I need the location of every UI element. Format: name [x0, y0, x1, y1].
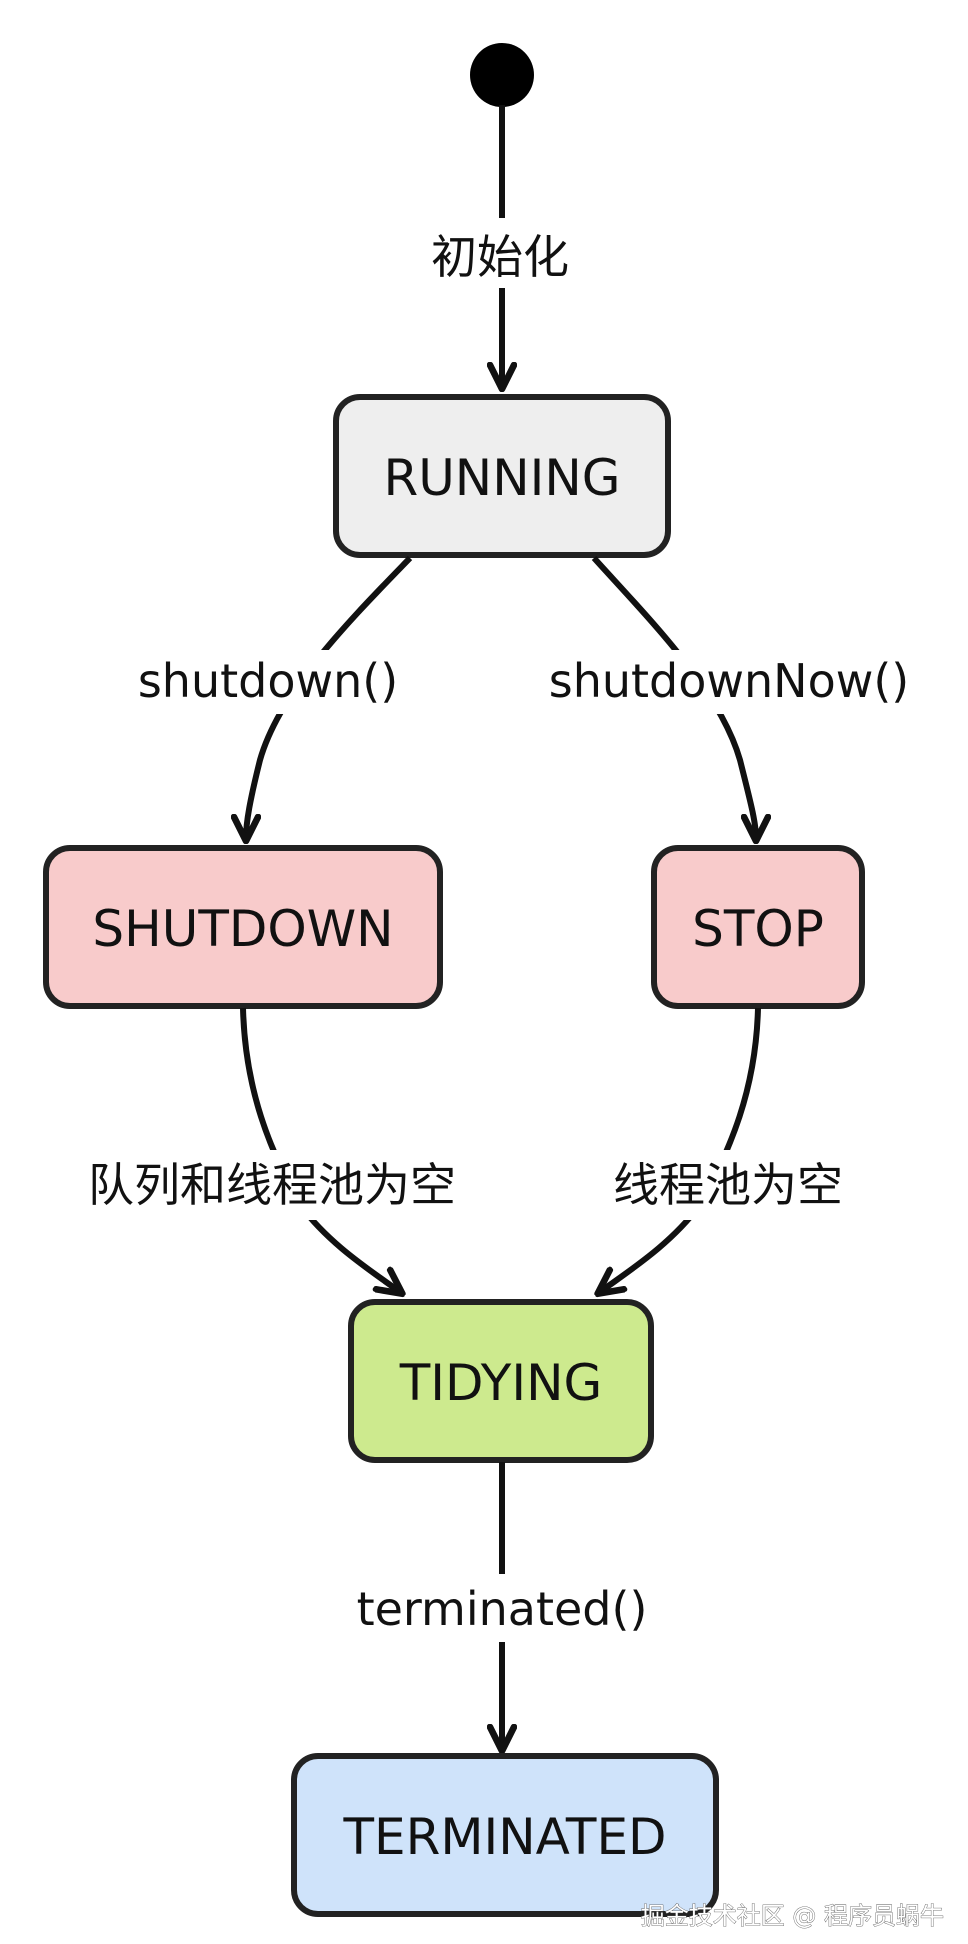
- edge-label-init: 初始化: [431, 230, 569, 284]
- watermark: 掘金技术社区 @ 程序员蜗牛: [641, 1902, 944, 1930]
- edge-label-terminated-method: terminated(): [357, 1582, 648, 1636]
- edge-label-bg: [520, 650, 938, 714]
- state-running-box: [333, 394, 671, 558]
- state-tidying-label: TIDYING: [399, 1354, 603, 1412]
- start-node: [470, 43, 534, 107]
- state-tidying-box: [348, 1299, 654, 1463]
- edge-label-bg: [330, 1574, 674, 1642]
- edge-label-pool-empty: 线程池为空: [613, 1158, 843, 1212]
- state-stop-box: [651, 845, 865, 1009]
- edge-label-queue-and-pool-empty: 队列和线程池为空: [88, 1158, 456, 1212]
- state-tidying: TIDYING: [348, 1299, 654, 1463]
- edge-label-shutdown: shutdown(): [138, 654, 398, 708]
- state-running-label: RUNNING: [383, 449, 620, 507]
- edge-label-shutdown-now: shutdownNow(): [549, 654, 910, 708]
- state-stop-label: STOP: [692, 900, 824, 958]
- state-terminated: TERMINATED: [291, 1753, 719, 1917]
- state-stop: STOP: [651, 845, 865, 1009]
- edge-label-bg: [118, 650, 418, 714]
- state-terminated-label: TERMINATED: [342, 1808, 666, 1866]
- state-terminated-box: [291, 1753, 719, 1917]
- state-running: RUNNING: [333, 394, 671, 558]
- state-shutdown-label: SHUTDOWN: [92, 900, 393, 958]
- edge-running-to-stop: [591, 555, 756, 838]
- edge-label-bg: [406, 218, 598, 288]
- edge-label-bg: [580, 1150, 876, 1220]
- state-shutdown: SHUTDOWN: [43, 845, 443, 1009]
- edge-label-bg: [44, 1150, 500, 1220]
- state-shutdown-box: [43, 845, 443, 1009]
- edge-running-to-shutdown: [246, 555, 413, 838]
